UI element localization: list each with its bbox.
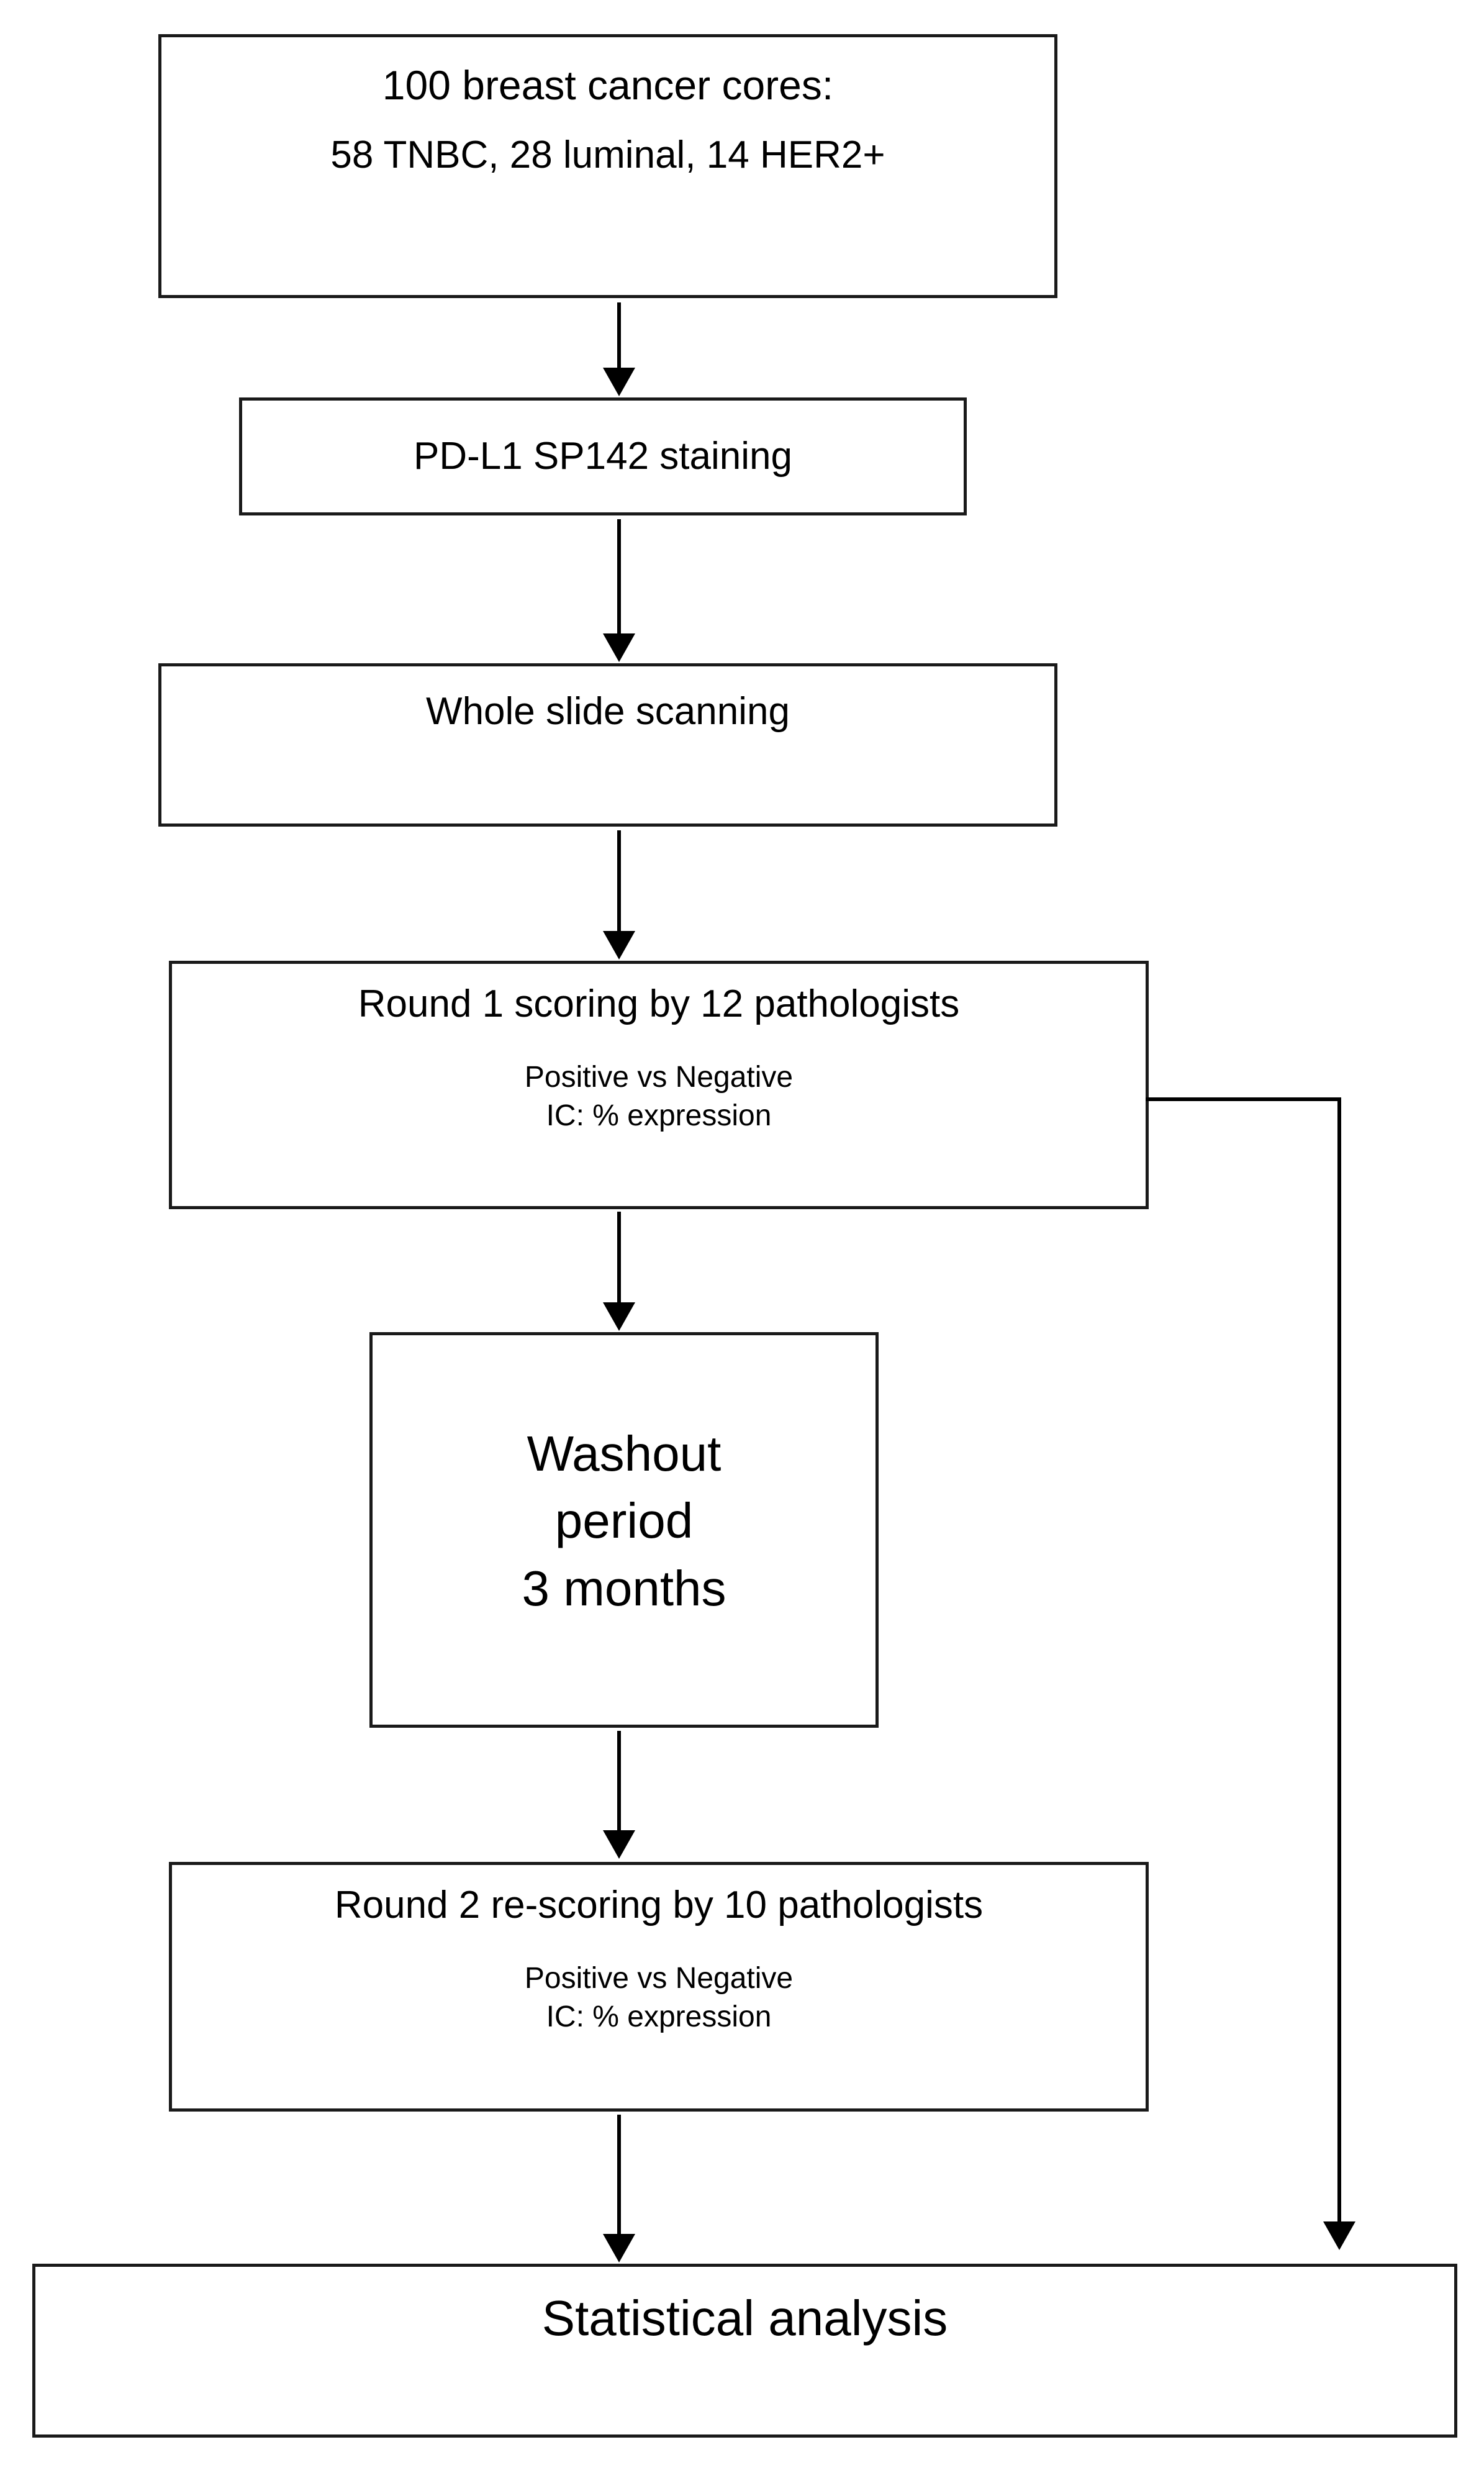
node-washout-line-1: Washout [527,1426,722,1481]
arrowhead-down-icon [1323,2221,1355,2250]
connector-round2-to-stats [603,2115,635,2262]
node-round2-title: Round 2 re-scoring by 10 pathologists [334,1884,984,1926]
connector-scanning-to-round1 [603,830,635,960]
arrowhead-down-icon [603,2234,635,2262]
connector-shaft [617,302,621,370]
node-stats-label: Statistical analysis [541,2290,948,2346]
node-round1-title: Round 1 scoring by 12 pathologists [358,982,960,1025]
node-washout[interactable]: Washout period 3 months [369,1332,879,1728]
node-washout-line-2: period [554,1493,694,1549]
node-round1-line-3: IC: % expression [546,1099,772,1132]
node-round1-line-2: Positive vs Negative [524,1060,794,1094]
node-staining[interactable]: PD-L1 SP142 staining [239,397,967,515]
connector-round1-to-washout [603,1212,635,1331]
node-stats[interactable]: Statistical analysis [32,2264,1457,2438]
node-scanning-label: Whole slide scanning [426,690,790,733]
arrowhead-down-icon [603,368,635,396]
node-round2-line-2: Positive vs Negative [524,1961,794,1995]
connector-shaft [617,1212,621,1304]
arrowhead-down-icon [603,1830,635,1859]
node-scanning[interactable]: Whole slide scanning [158,663,1057,827]
connector-washout-to-round2 [603,1731,635,1859]
node-round2-line-3: IC: % expression [546,2000,772,2033]
connector-staining-to-scanning [603,519,635,662]
connector-cohort-to-staining [603,302,635,396]
node-washout-line-3: 3 months [522,1560,726,1616]
node-round1[interactable]: Round 1 scoring by 12 pathologists Posit… [169,961,1149,1209]
node-cohort-line-2: 58 TNBC, 28 luminal, 14 HER2+ [330,134,885,177]
arrowhead-down-icon [603,633,635,662]
node-staining-label: PD-L1 SP142 staining [413,434,793,478]
connector-shaft [617,519,621,635]
connector-round1-to-stats-horizontal [1146,1097,1341,1101]
connector-shaft [617,2115,621,2236]
node-cohort-line-1: 100 breast cancer cores: [382,62,834,108]
arrowhead-down-icon [603,931,635,960]
connector-shaft [617,830,621,933]
connector-round1-to-stats-vertical [1337,1097,1341,2221]
node-cohort[interactable]: 100 breast cancer cores: 58 TNBC, 28 lum… [158,34,1057,298]
arrowhead-down-icon [603,1302,635,1331]
node-round2[interactable]: Round 2 re-scoring by 10 pathologists Po… [169,1862,1149,2112]
connector-shaft [617,1731,621,1832]
